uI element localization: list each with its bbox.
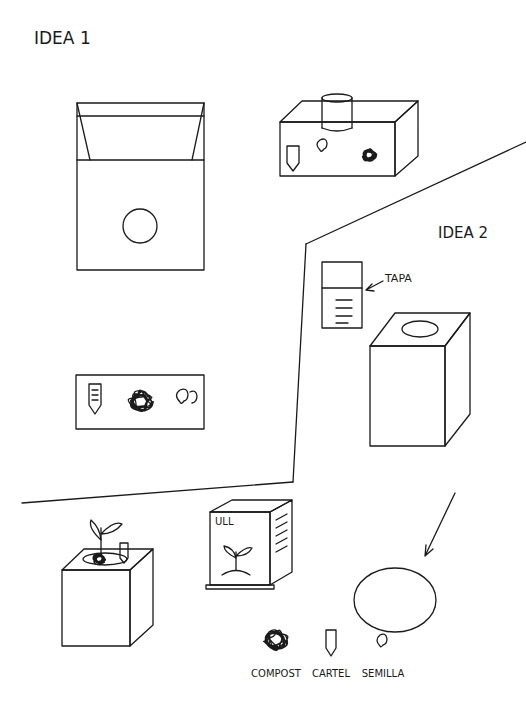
legend-text: CARTEL [312, 668, 350, 679]
cube-box [370, 313, 470, 446]
open-box [77, 103, 204, 270]
divider-line [293, 244, 306, 482]
legend-text: COMPOST [251, 668, 301, 679]
planter-box [62, 520, 153, 646]
compost-scribble [362, 149, 376, 161]
round-lid [354, 493, 455, 632]
compost-scribble [264, 630, 288, 651]
lid [322, 262, 383, 328]
window-box [206, 500, 292, 589]
compost-scribble [128, 390, 153, 411]
box-with-tube [280, 94, 418, 176]
compost-scribbles [93, 149, 377, 650]
symbol-card [76, 375, 204, 429]
idea-heading: IDEA 2 [438, 224, 488, 242]
box-label: ULL [215, 516, 233, 527]
legend-text: SEMILLA [362, 668, 404, 679]
legend-symbols [326, 630, 387, 656]
leader-arrow [366, 281, 383, 291]
compost-scribble [93, 554, 105, 565]
part-label: TAPA [385, 272, 412, 285]
idea-heading: IDEA 1 [34, 28, 91, 48]
